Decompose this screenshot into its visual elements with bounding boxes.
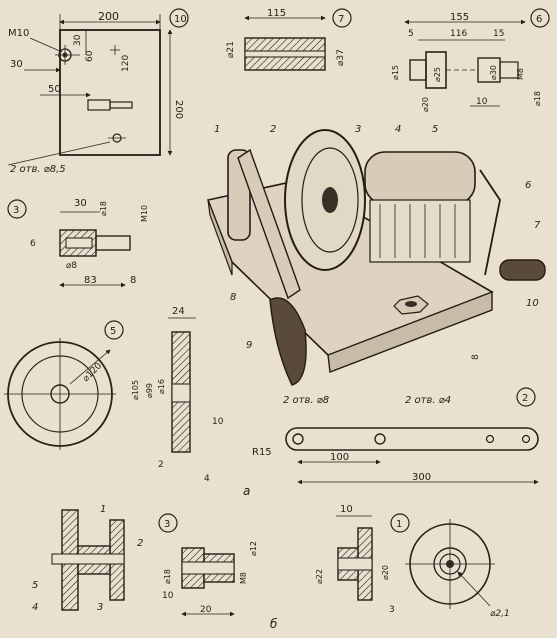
svg-text:4: 4 (395, 124, 401, 135)
svg-text:⌀25: ⌀25 (433, 67, 442, 82)
drawing-7-roller: 115 7 ⌀21 ⌀37 (226, 8, 352, 71)
assembly-view: 1 2 3 4 5 6 7 8 9 10 8 (206, 124, 546, 386)
svg-text:2: 2 (522, 393, 528, 404)
svg-text:2 отв. ⌀4: 2 отв. ⌀4 (405, 395, 451, 406)
svg-text:60: 60 (85, 50, 95, 62)
svg-text:30: 30 (73, 34, 83, 46)
svg-text:2 отв. ⌀8: 2 отв. ⌀8 (283, 395, 329, 406)
caption-b: б (270, 617, 278, 631)
svg-text:5: 5 (110, 326, 116, 337)
svg-text:⌀18: ⌀18 (533, 91, 542, 106)
svg-text:200: 200 (98, 10, 119, 23)
drawing-3-bushing-bottom: 3 ⌀12 ⌀18 M8 10 20 (158, 513, 258, 617)
svg-text:4: 4 (204, 474, 210, 484)
svg-text:⌀20: ⌀20 (421, 97, 430, 112)
svg-text:7: 7 (338, 14, 344, 25)
svg-text:⌀15: ⌀15 (391, 65, 400, 80)
drawing-1-hub: 10 1 ⌀22 ⌀20 3 ⌀2,1 (315, 504, 510, 619)
svg-text:24: 24 (172, 306, 185, 317)
svg-text:⌀21: ⌀21 (226, 41, 236, 58)
svg-text:⌀16: ⌀16 (157, 379, 166, 394)
svg-text:⌀18: ⌀18 (99, 201, 108, 216)
svg-text:⌀99: ⌀99 (145, 383, 154, 398)
svg-text:5: 5 (408, 29, 414, 39)
svg-text:2: 2 (158, 460, 164, 470)
svg-text:2: 2 (270, 124, 276, 135)
svg-text:8: 8 (130, 275, 136, 286)
svg-text:120: 120 (121, 55, 131, 72)
svg-text:10: 10 (174, 14, 187, 25)
svg-text:⌀105: ⌀105 (131, 380, 140, 400)
assembly-b-section: 1 2 3 4 5 (32, 504, 143, 613)
svg-text:3: 3 (355, 124, 361, 135)
svg-text:3: 3 (13, 205, 19, 216)
svg-text:R15: R15 (252, 447, 272, 458)
svg-text:83: 83 (84, 275, 97, 286)
svg-text:1: 1 (214, 124, 220, 135)
svg-text:100: 100 (330, 452, 349, 463)
svg-text:3: 3 (389, 605, 395, 615)
svg-text:6: 6 (30, 239, 36, 249)
svg-text:155: 155 (450, 12, 469, 23)
svg-text:116: 116 (450, 29, 467, 39)
svg-text:2 отв. ⌀8,5: 2 отв. ⌀8,5 (10, 164, 66, 175)
drawing-10-base-plate: 200 10 200 M10 30 30 60 50 120 2 отв. ⌀8… (7, 8, 189, 175)
svg-text:M10: M10 (140, 205, 149, 222)
svg-text:3: 3 (164, 519, 170, 530)
svg-text:6: 6 (536, 14, 542, 25)
svg-text:⌀30: ⌀30 (489, 65, 498, 80)
svg-text:⌀18: ⌀18 (163, 569, 172, 584)
svg-text:1: 1 (396, 519, 402, 530)
svg-text:10: 10 (340, 504, 353, 515)
svg-text:8: 8 (230, 292, 236, 303)
svg-text:⌀37: ⌀37 (336, 49, 346, 66)
svg-text:8: 8 (471, 354, 481, 360)
svg-text:115: 115 (267, 8, 286, 19)
svg-text:⌀12: ⌀12 (249, 541, 258, 556)
drawing-6-axle: 155 6 5 116 15 ⌀15 ⌀25 ⌀30 M8 ⌀20 10 ⌀18 (391, 8, 550, 112)
drawing-2-link-bar: 2 отв. ⌀8 2 отв. ⌀4 2 R15 100 300 (252, 387, 539, 485)
svg-text:10: 10 (212, 417, 224, 427)
svg-text:3: 3 (97, 602, 103, 613)
svg-text:200: 200 (173, 100, 184, 119)
svg-text:5: 5 (432, 124, 438, 135)
svg-text:10: 10 (162, 591, 174, 601)
caption-a: а (243, 484, 250, 498)
svg-text:M8: M8 (516, 68, 525, 80)
svg-text:7: 7 (534, 220, 541, 231)
svg-text:1: 1 (100, 504, 106, 515)
svg-text:⌀2,1: ⌀2,1 (490, 609, 510, 619)
svg-text:6: 6 (525, 180, 531, 191)
svg-text:30: 30 (74, 198, 87, 209)
svg-text:5: 5 (32, 580, 38, 591)
svg-text:10: 10 (526, 298, 539, 309)
svg-text:15: 15 (493, 29, 504, 39)
svg-text:2: 2 (137, 538, 143, 549)
svg-text:10: 10 (476, 97, 488, 107)
svg-text:⌀22: ⌀22 (315, 569, 324, 584)
svg-text:20: 20 (200, 605, 212, 615)
svg-text:⌀8: ⌀8 (66, 261, 77, 271)
svg-text:30: 30 (10, 59, 23, 70)
svg-text:4: 4 (32, 602, 38, 613)
svg-text:9: 9 (246, 340, 252, 351)
svg-text:M10: M10 (8, 28, 29, 39)
svg-text:300: 300 (412, 472, 431, 483)
drawing-5-flywheel: 5 ⌀120 24 ⌀105 ⌀99 ⌀16 10 2 4 (4, 306, 224, 484)
svg-text:M8: M8 (239, 572, 248, 584)
svg-text:⌀20: ⌀20 (381, 565, 390, 580)
svg-text:50: 50 (48, 84, 61, 95)
drawing-3-bushing-top: 3 30 ⌀18 M10 6 ⌀8 83 8 (7, 198, 149, 288)
